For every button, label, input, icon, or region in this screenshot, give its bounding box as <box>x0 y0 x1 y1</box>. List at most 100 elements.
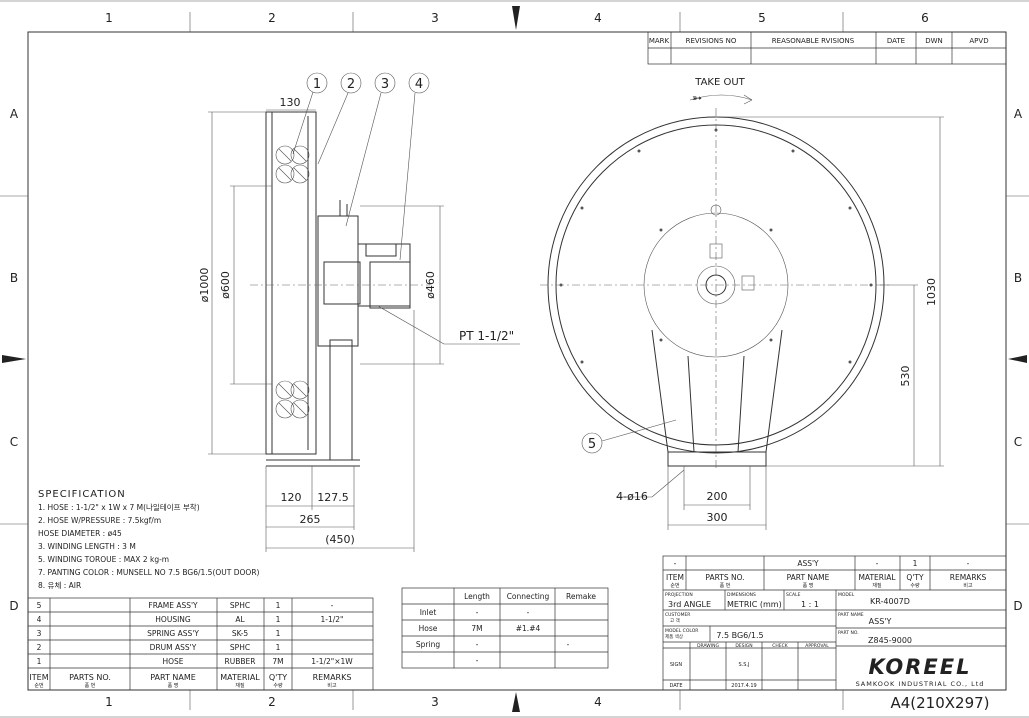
tb-header-sub: 비고 <box>963 582 973 589</box>
spec-line: 2. HOSE W/PRESSURE : 7.5kgf/m <box>38 516 161 525</box>
revision-header: MARK <box>649 37 670 45</box>
col-label: 4 <box>594 11 602 25</box>
col-label: 2 <box>268 11 276 25</box>
parts-cell: SPHC <box>230 601 250 610</box>
scale-value: 1 : 1 <box>801 600 819 609</box>
dim-130-label: 130 <box>280 96 301 109</box>
part-name-label: PART NAME <box>838 612 864 618</box>
revision-header: DWN <box>925 37 943 45</box>
balloon-2: 2 <box>347 77 355 92</box>
tb-header: PARTS NO. <box>705 573 744 582</box>
parts-cell: SPHC <box>230 643 250 652</box>
col-label: 6 <box>921 11 929 25</box>
sheet-size: A4(210X297) <box>890 694 989 712</box>
parts-cell: HOUSING <box>155 615 191 624</box>
tb-top-cell: - <box>876 559 879 568</box>
balloon-1: 1 <box>313 77 321 92</box>
tb-top-cell: ASS'Y <box>797 559 819 568</box>
col-label: 4 <box>594 695 602 709</box>
tb-header-sub: 품 번 <box>720 582 731 589</box>
parts-header: REMARKS <box>313 673 352 682</box>
customer-label: CUSTOMER <box>665 612 690 618</box>
dim-1000-label: ø1000 <box>198 268 211 303</box>
dim-460-label: ø460 <box>424 271 437 299</box>
dim-600 <box>230 185 272 385</box>
balloon-group <box>292 72 430 261</box>
conn-header: Remake <box>566 592 596 601</box>
bottom-dims <box>265 310 415 552</box>
tb-header-sub: 품 명 <box>803 582 814 589</box>
dim-300-label: 300 <box>707 511 728 524</box>
balloon-4: 4 <box>415 77 423 92</box>
dim-265-label: 265 <box>300 513 321 526</box>
row-labels-left: A B C D <box>9 107 19 613</box>
parts-cell: HOSE <box>162 657 183 666</box>
company-logo: KOREEL <box>868 655 971 679</box>
date-label: DATE <box>669 683 682 689</box>
parts-header-sub: 비고 <box>327 682 337 689</box>
parts-cell: 1 <box>276 629 281 638</box>
row-labels-right: A B C D <box>1013 107 1023 613</box>
tb-header-sub: 재질 <box>872 582 882 589</box>
conn-cell: - <box>476 640 479 649</box>
take-out-label: TAKE OUT <box>694 77 745 88</box>
parts-header-sub: 재질 <box>235 682 245 689</box>
take-out-icon: ➳ <box>692 91 702 105</box>
side-view: 1 2 3 4 130 ø1000 ø600 ø460 <box>198 72 520 552</box>
tb-top-cell: 1 <box>913 559 918 568</box>
col-label: 3 <box>431 695 439 709</box>
dim-1000 <box>208 111 266 455</box>
parts-cell: 2 <box>37 643 42 652</box>
parts-cell: 7M <box>272 657 283 666</box>
dim-127-label: 127.5 <box>317 491 349 504</box>
projection-label: PROJECTION <box>665 592 693 598</box>
col-label: 5 <box>758 11 766 25</box>
parts-cell: - <box>331 601 334 610</box>
conn-header: Connecting <box>507 592 550 601</box>
model-color-sub: 제품 색상 <box>665 633 683 640</box>
date-value: 2017.4.19 <box>731 683 756 689</box>
company-name: SAMKOOK INDUSTRIAL CO., Ltd <box>856 680 985 688</box>
row-label: B <box>1014 271 1022 285</box>
spec-line: HOSE DIAMETER : ø45 <box>38 529 122 538</box>
connection-table: Length Connecting Remake Inlet - - Hose … <box>401 587 609 669</box>
dim-200-label: 200 <box>707 490 728 503</box>
model-color-value: 7.5 BG6/1.5 <box>716 631 763 640</box>
pt-label: PT 1-1/2" <box>459 329 514 343</box>
part-no-value: Z845-9000 <box>868 636 912 645</box>
parts-cell: 1-1/2" <box>321 615 344 624</box>
parts-cell: 3 <box>37 629 42 638</box>
sign-header: DRAWING <box>697 643 719 649</box>
dimensions-label: DIMENSIONS <box>727 592 756 598</box>
spec-line: 8. 유체 : AIR <box>38 580 81 590</box>
conn-cell: 7M <box>471 624 482 633</box>
scale-label: SCALE <box>786 592 801 598</box>
sign-header: DESIGN <box>735 643 752 649</box>
parts-header: ITEM <box>29 673 48 682</box>
take-out-arrow <box>689 94 753 105</box>
conn-row-name: Hose <box>419 624 438 633</box>
parts-cell: DRUM ASS'Y <box>150 643 197 652</box>
col-label: 1 <box>105 695 113 709</box>
parts-header: Q'TY <box>269 673 287 682</box>
parts-header: PARTS NO. <box>69 673 111 682</box>
col-label: 1 <box>105 11 113 25</box>
title-block: - ASS'Y - 1 - ITEM PARTS NO. PART NAME M… <box>662 555 1007 691</box>
row-label: C <box>10 435 18 449</box>
sign-label: SIGN <box>670 662 683 668</box>
parts-cell: 1 <box>276 601 281 610</box>
conn-header: Length <box>464 592 490 601</box>
column-labels-bottom: 1 2 3 4 <box>105 695 602 709</box>
customer-sub: 고 객 <box>670 617 680 624</box>
model-color-label: MODEL COLOR <box>665 628 698 634</box>
parts-cell: AL <box>235 615 245 624</box>
specification: SPECIFICATION 1. HOSE : 1-1/2" x 1W x 7 … <box>38 489 260 590</box>
parts-header-sub: 품 명 <box>168 682 179 689</box>
row-label: D <box>9 599 18 613</box>
tb-header: REMARKS <box>950 573 987 582</box>
sign-header: CHECK <box>772 643 789 649</box>
model-value: KR-4007D <box>870 597 910 606</box>
projection-value: 3rd ANGLE <box>668 600 711 609</box>
